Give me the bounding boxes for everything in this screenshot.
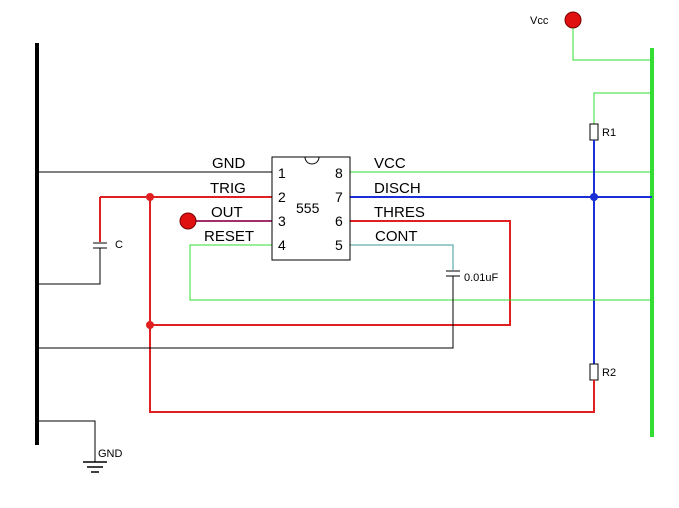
pin-name-vcc: VCC [374, 155, 406, 172]
pin-number-3: 3 [278, 213, 286, 229]
trig-junction-bottom [146, 321, 154, 329]
pin-number-2: 2 [278, 189, 286, 205]
vcc-feed-wire [572, 28, 652, 61]
chip-notch [304, 156, 320, 165]
r1-top-wire [593, 92, 652, 124]
pin-name-disch: DISCH [374, 180, 421, 197]
chip-name: 555 [296, 200, 320, 216]
resistor-r2[interactable] [589, 363, 599, 381]
disch-junction [590, 193, 598, 201]
pin-name-thres: THRES [374, 204, 425, 221]
pin-number-6: 6 [335, 213, 343, 229]
r2-bottom-wire [149, 197, 595, 413]
pin-name-out: OUT [211, 204, 243, 221]
cap-cont-bottom-wire [37, 276, 454, 349]
pin5-cont-wire [350, 244, 454, 270]
pin-name-trig: TRIG [210, 180, 246, 197]
gnd-wire [37, 420, 96, 462]
pin-name-gnd: GND [212, 155, 246, 172]
resistor-r2-label: R2 [602, 367, 616, 379]
trig-junction-top [146, 193, 154, 201]
pin-name-cont: CONT [375, 228, 418, 245]
pin4-reset-wire [189, 244, 652, 301]
cap-cont-label: 0.01uF [464, 272, 499, 284]
pin-number-8: 8 [335, 165, 343, 181]
gnd-symbol-label: GND [98, 448, 123, 460]
resistor-r1[interactable] [589, 123, 599, 141]
pin-number-4: 4 [278, 237, 286, 253]
resistor-r1-label: R1 [602, 127, 616, 139]
pin-number-7: 7 [335, 189, 343, 205]
out-terminal[interactable] [179, 212, 197, 230]
vcc-terminal-label: Vcc [530, 15, 549, 27]
vcc-terminal[interactable] [564, 11, 582, 29]
chip-555-body[interactable] [271, 156, 351, 261]
cap-c-bottom-wire [37, 248, 101, 285]
pin-number-1: 1 [278, 165, 286, 181]
pin6-thres-wire [150, 220, 511, 326]
pin-number-5: 5 [335, 237, 343, 253]
pin-name-reset: RESET [204, 228, 254, 245]
cap-c-label: C [115, 239, 123, 251]
